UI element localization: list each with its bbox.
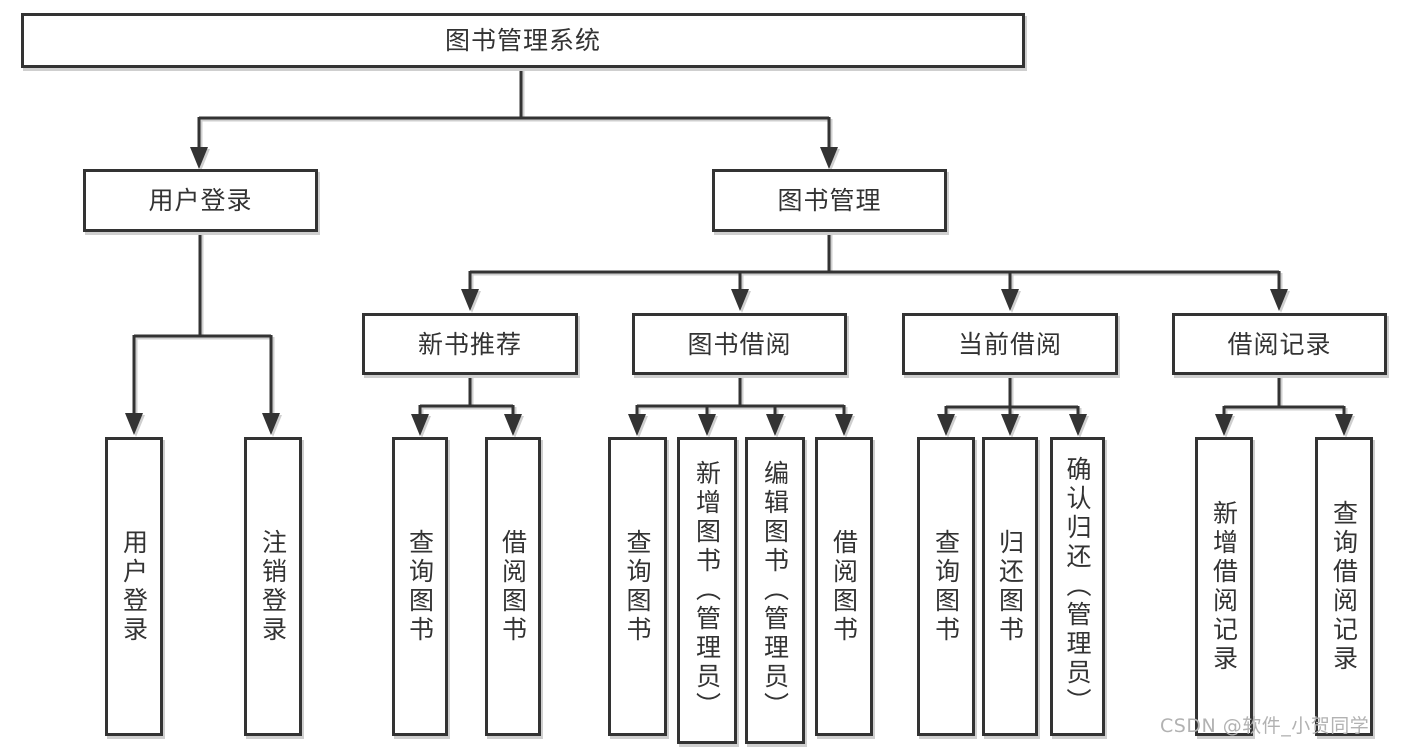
arrow-down-icon: [766, 414, 784, 436]
node-book-borrow: 图书借阅: [632, 313, 847, 375]
arrow-down-icon: [190, 147, 208, 169]
arrow-down-icon: [628, 414, 646, 436]
leaf-br-query-record: 查询借阅记录: [1315, 437, 1373, 736]
node-label: 用户登录: [119, 528, 149, 645]
node-label: 归还图书: [995, 528, 1025, 645]
connector-current-borrow-split: [937, 376, 1087, 436]
arrow-down-icon: [411, 414, 429, 436]
leaf-bb-add-book-admin: 新增图书（管理员）: [677, 437, 737, 744]
csdn-watermark: CSDN @软件_小贺同学: [1160, 715, 1370, 737]
connector-book-borrow-split: [628, 375, 853, 436]
leaf-cb-return-book: 归还图书: [982, 437, 1038, 736]
node-label: 查询借阅记录: [1329, 499, 1359, 674]
leaf-cb-query-book: 查询图书: [917, 437, 975, 736]
arrow-down-icon: [698, 414, 716, 436]
arrow-down-icon: [1001, 414, 1019, 436]
arrow-down-icon: [1335, 414, 1353, 436]
connector-borrow-record-split: [1215, 376, 1353, 436]
node-label: 确认归还（管理员）: [1063, 456, 1092, 717]
node-label: 注销登录: [258, 528, 288, 645]
node-borrow-record: 借阅记录: [1172, 313, 1387, 375]
leaf-user-login: 用户登录: [105, 437, 163, 736]
node-label: 编辑图书（管理员）: [760, 460, 790, 721]
node-label: 查询图书: [405, 528, 435, 645]
node-new-book-recommend: 新书推荐: [362, 313, 578, 375]
node-label: 图书管理: [777, 186, 882, 215]
arrow-down-icon: [125, 413, 143, 435]
node-label: 图书管理系统: [444, 26, 601, 55]
leaf-bb-borrow-book: 借阅图书: [815, 437, 873, 736]
arrow-down-icon: [262, 413, 280, 435]
leaf-logout: 注销登录: [244, 437, 302, 736]
leaf-cb-confirm-return-admin: 确认归还（管理员）: [1050, 437, 1105, 736]
arrow-down-icon: [1069, 414, 1087, 436]
node-label: 借阅图书: [829, 528, 859, 645]
node-label: 用户登录: [148, 186, 253, 215]
arrow-down-icon: [504, 414, 522, 436]
node-label: 新增借阅记录: [1209, 499, 1239, 674]
leaf-bb-query-book: 查询图书: [608, 437, 667, 736]
node-label: 借阅记录: [1227, 329, 1332, 359]
arrow-down-icon: [461, 289, 479, 311]
node-current-borrow: 当前借阅: [902, 313, 1118, 375]
node-book-mgmt: 图书管理: [712, 169, 947, 232]
leaf-nb-borrow-book: 借阅图书: [485, 437, 541, 736]
connector-book-mgmt-split: [461, 232, 1288, 311]
arrow-down-icon: [1215, 414, 1233, 436]
node-label: 新书推荐: [417, 329, 522, 359]
connector-user-login-split: [125, 232, 280, 435]
leaf-br-add-record: 新增借阅记录: [1195, 437, 1253, 736]
leaf-nb-query-book: 查询图书: [392, 437, 448, 736]
node-label: 借阅图书: [498, 528, 528, 645]
arrow-down-icon: [937, 414, 955, 436]
arrow-down-icon: [1270, 289, 1288, 311]
arrow-down-icon: [731, 289, 749, 311]
leaf-bb-edit-book-admin: 编辑图书（管理员）: [745, 437, 805, 744]
node-label: 图书借阅: [687, 329, 792, 359]
connector-new-book-split: [411, 375, 522, 436]
node-label: 查询图书: [931, 528, 961, 645]
node-label: 新增图书（管理员）: [692, 460, 722, 721]
arrow-down-icon: [835, 414, 853, 436]
node-label: 查询图书: [623, 528, 652, 645]
node-label: 当前借阅: [957, 329, 1062, 359]
arrow-down-icon: [1001, 289, 1019, 311]
arrow-down-icon: [820, 147, 838, 169]
node-user-login: 用户登录: [83, 169, 318, 232]
node-root: 图书管理系统: [21, 13, 1025, 68]
connector-root-split: [190, 68, 838, 169]
